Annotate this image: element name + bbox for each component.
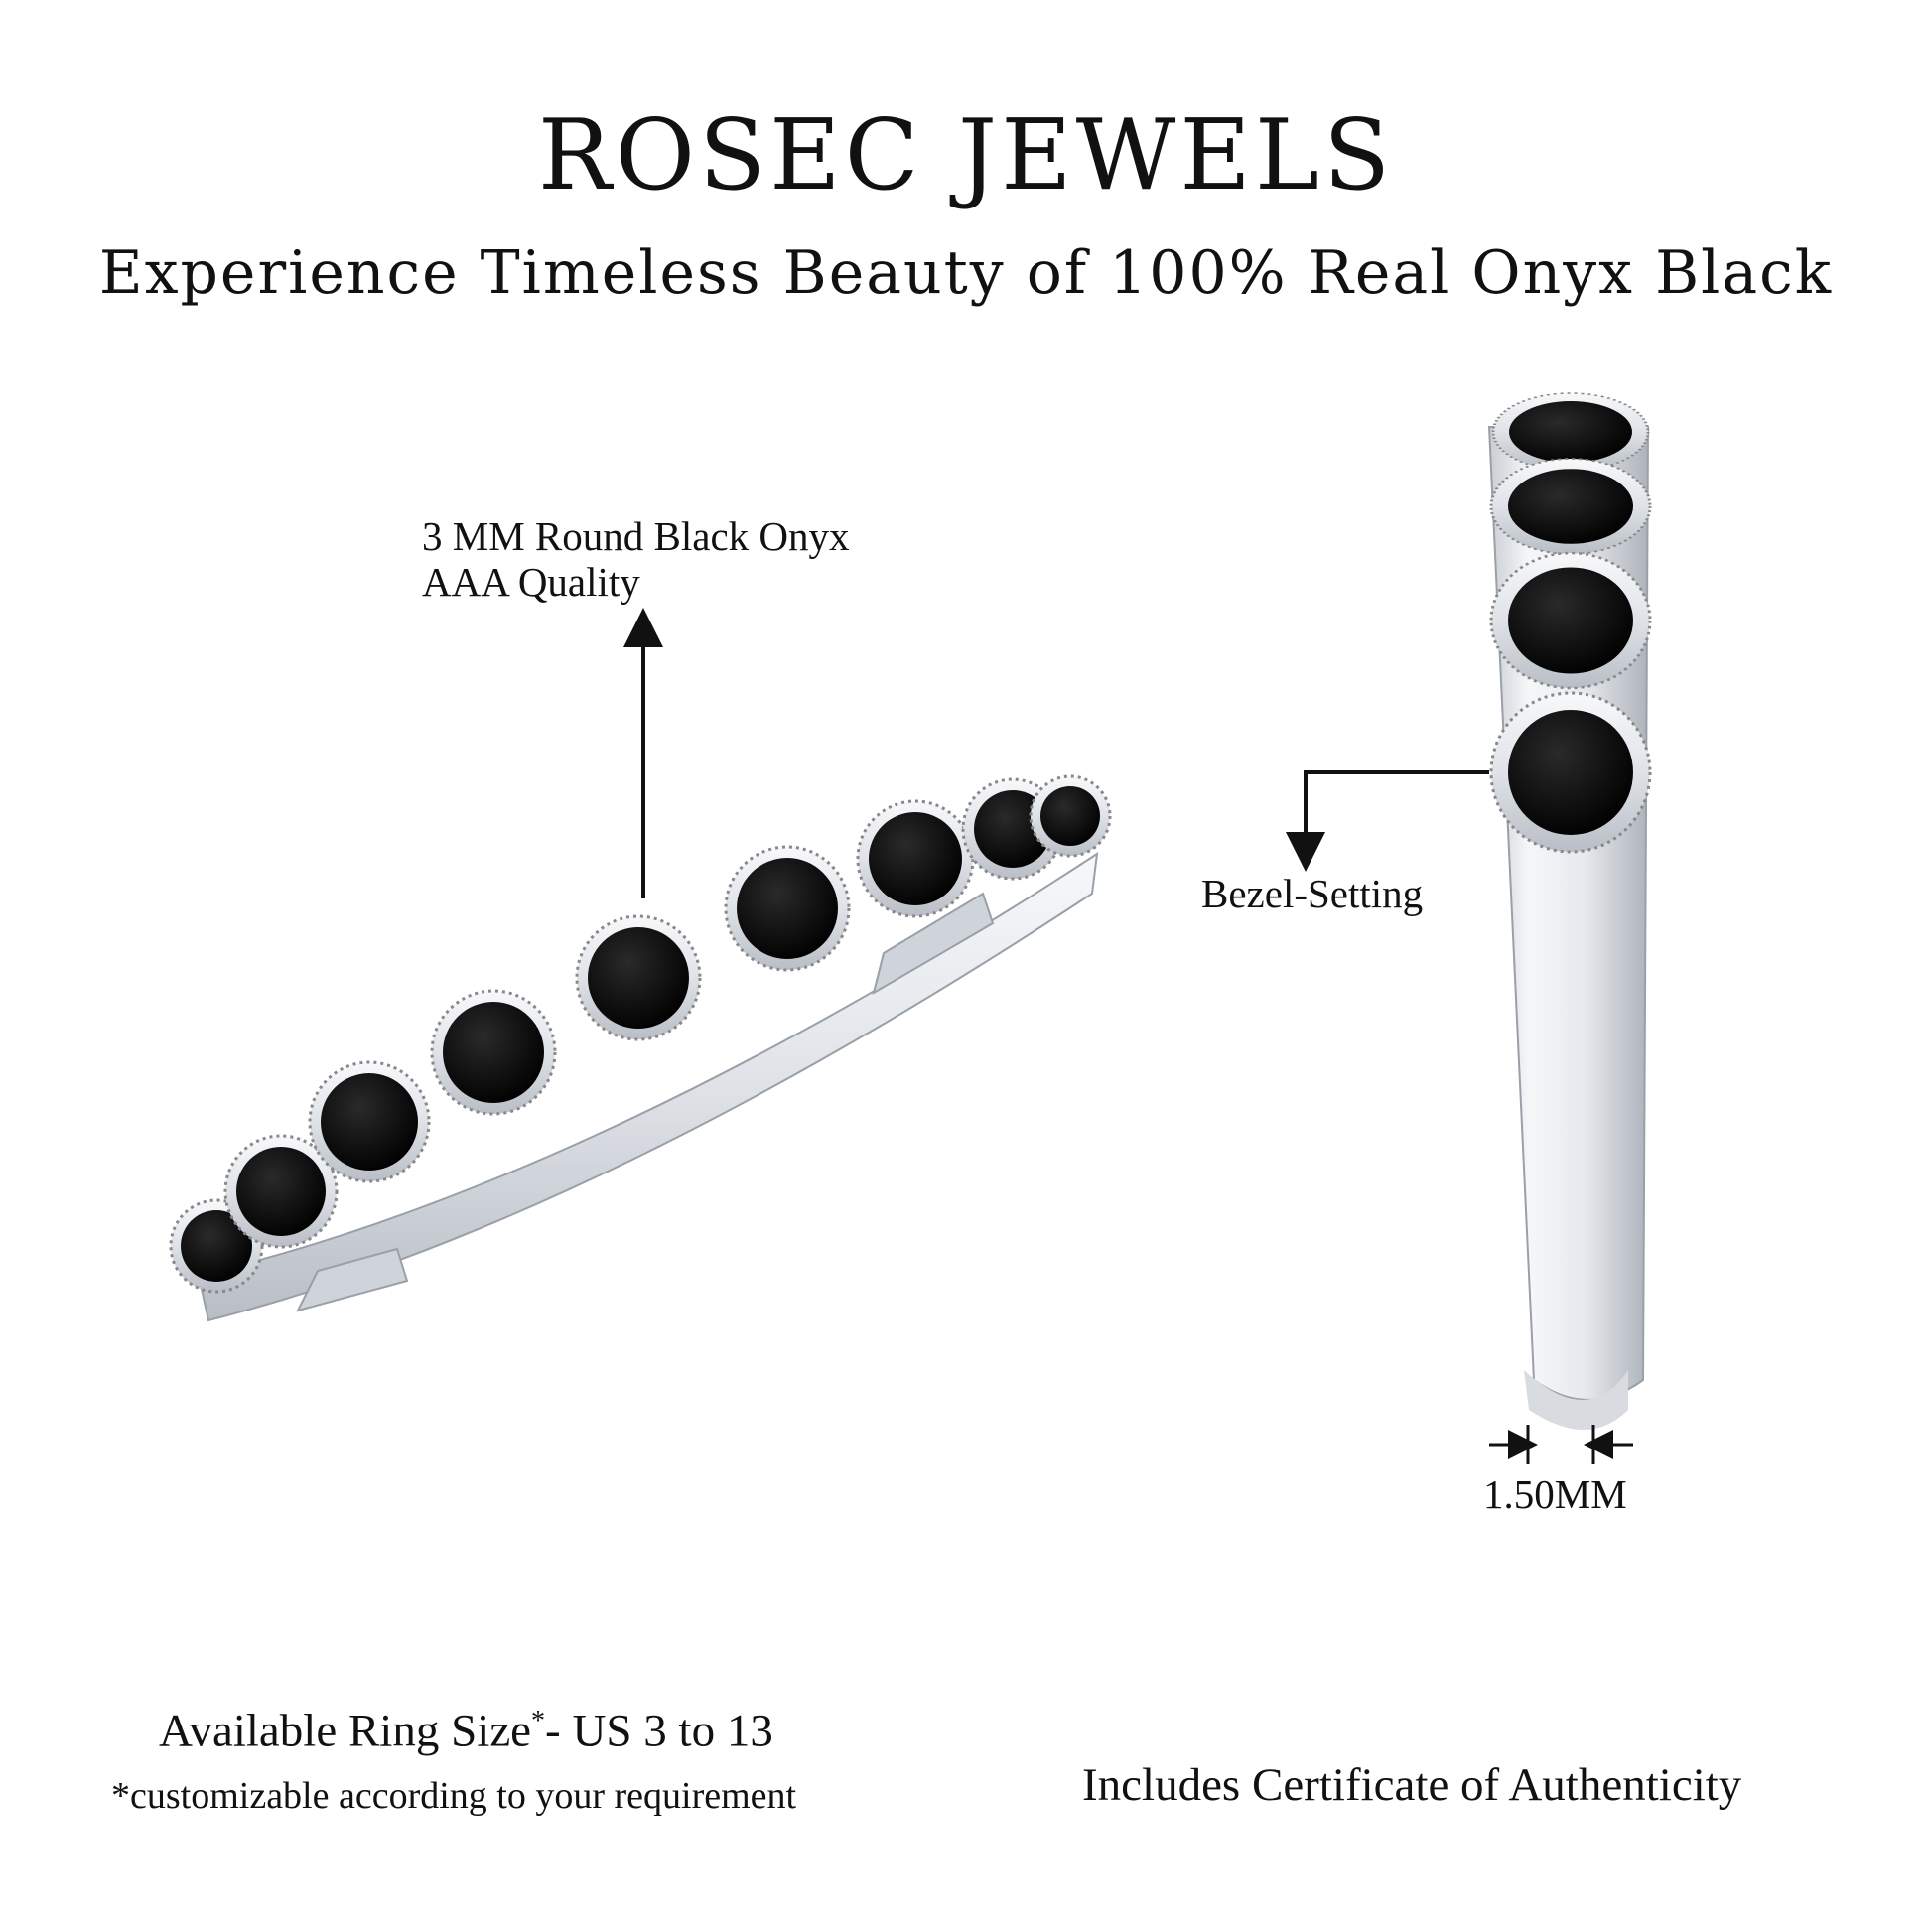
stone-spec-label: 3 MM Round Black Onyx — [422, 513, 850, 559]
onyx-stone — [724, 845, 851, 972]
tagline: Experience Timeless Beauty of 100% Real … — [98, 238, 1834, 308]
stone-quality-label: AAA Quality — [422, 559, 640, 605]
onyx-stone — [430, 989, 557, 1116]
onyx-stone — [856, 799, 975, 918]
onyx-stone — [223, 1134, 339, 1249]
brand-title: ROSEC JEWELS — [537, 99, 1395, 212]
band-width-label: 1.50MM — [1483, 1471, 1627, 1517]
ring-size-value: - US 3 to 13 — [545, 1705, 773, 1757]
stone-row-perspective — [169, 774, 1112, 1294]
ring-size-line: Available Ring Size*- US 3 to 13 — [159, 1708, 773, 1755]
ring-size-label: Available Ring Size — [159, 1705, 532, 1757]
certificate-note: Includes Certificate of Authenticity — [1082, 1759, 1742, 1811]
ring-band-perspective — [197, 851, 1099, 1322]
bezel-pointer-arrow — [1286, 770, 1489, 872]
width-dimension — [1489, 1425, 1633, 1464]
setting-label: Bezel-Setting — [1201, 871, 1424, 916]
ring-size-note: *customizable according to your requirem… — [111, 1775, 797, 1817]
onyx-stone — [1489, 551, 1652, 690]
onyx-stone — [1489, 691, 1652, 854]
onyx-stone — [1029, 774, 1112, 858]
ring-size-asterisk: * — [531, 1706, 546, 1736]
onyx-stone — [1491, 392, 1650, 472]
onyx-stone — [575, 914, 702, 1041]
onyx-stone — [308, 1060, 431, 1183]
onyx-stone — [1489, 458, 1652, 555]
stone-column-side — [1489, 392, 1652, 854]
